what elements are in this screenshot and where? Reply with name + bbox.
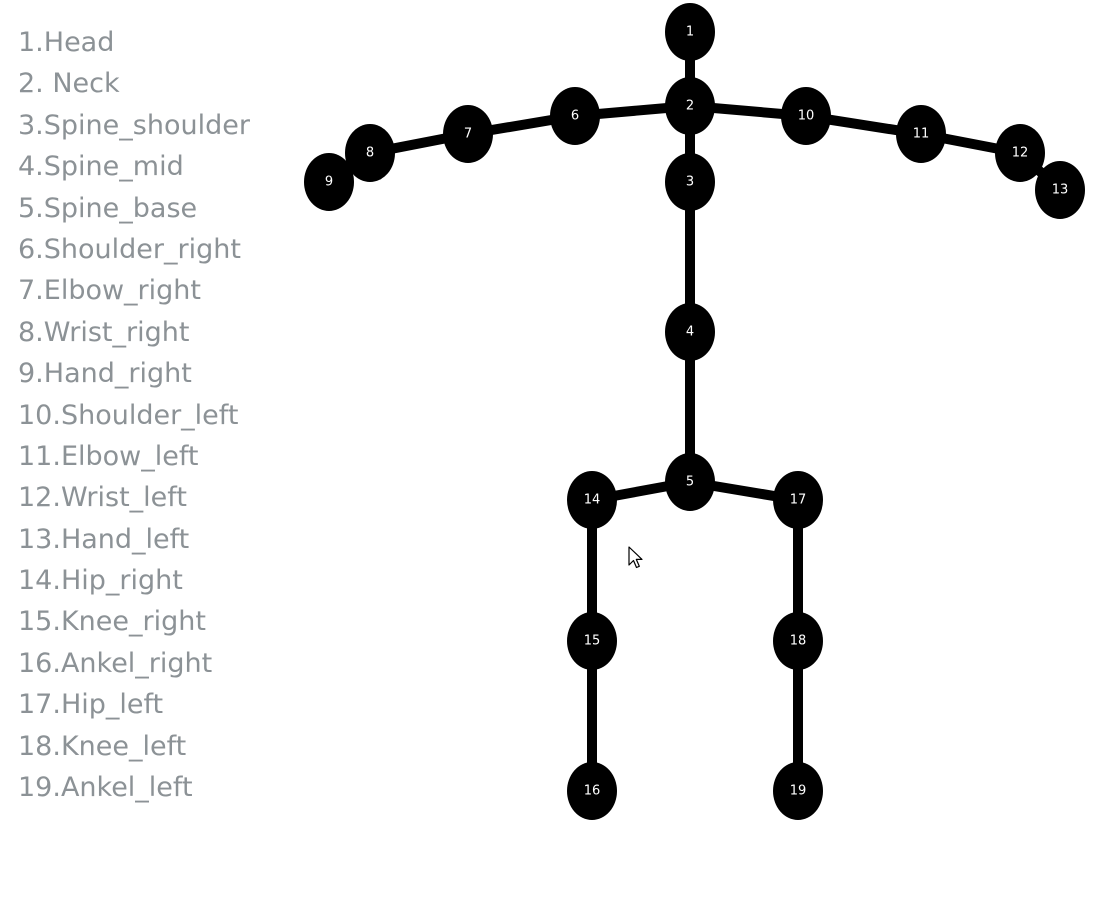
joint-4: 4 [665, 303, 715, 361]
joint-19: 19 [773, 762, 823, 820]
joint-7: 7 [443, 105, 493, 163]
joint-label: 3 [686, 175, 694, 190]
joint-13: 13 [1035, 161, 1085, 219]
joint-label: 14 [584, 493, 601, 508]
joint-circle [345, 124, 395, 182]
joint-circle [773, 762, 823, 820]
legend-item: 6.Shoulder_right [18, 233, 241, 265]
legend-item: 9.Hand_right [18, 358, 192, 390]
joint-2: 2 [665, 77, 715, 135]
joint-8: 8 [345, 124, 395, 182]
joint-label: 15 [584, 634, 601, 649]
joint-10: 10 [781, 87, 831, 145]
joint-circle [550, 87, 600, 145]
joint-17: 17 [773, 471, 823, 529]
joint-circle [995, 124, 1045, 182]
joint-label: 9 [325, 175, 333, 190]
joint-circle [665, 77, 715, 135]
legend-item: 2. Neck [18, 68, 120, 100]
joint-circle [665, 303, 715, 361]
joint-circle [773, 612, 823, 670]
joint-18: 18 [773, 612, 823, 670]
legend-item: 7.Elbow_right [18, 275, 202, 307]
joint-circle [896, 105, 946, 163]
joint-label: 18 [790, 634, 807, 649]
joint-circle [665, 3, 715, 61]
legend-item: 19.Ankel_left [18, 772, 193, 804]
joint-label: 4 [686, 325, 694, 340]
legend-item: 8.Wrist_right [18, 316, 190, 348]
joint-1: 1 [665, 3, 715, 61]
legend-item: 4.Spine_mid [18, 151, 184, 183]
legend-item: 18.Knee_left [18, 730, 187, 762]
joint-label: 13 [1052, 183, 1069, 198]
joint-circle [304, 153, 354, 211]
legend-item: 15.Knee_right [18, 606, 206, 638]
joint-9: 9 [304, 153, 354, 211]
joint-5: 5 [665, 453, 715, 511]
joint-legend: 1.Head 2. Neck 3.Spine_shoulder 4.Spine_… [18, 22, 250, 808]
joint-label: 10 [798, 109, 815, 124]
joint-circle [781, 87, 831, 145]
joint-circle [443, 105, 493, 163]
joint-label: 19 [790, 784, 807, 799]
legend-item: 1.Head [18, 27, 115, 58]
joint-circle [567, 471, 617, 529]
joint-label: 2 [686, 99, 694, 114]
joint-11: 11 [896, 105, 946, 163]
legend-item: 14.Hip_right [18, 565, 183, 597]
joint-6: 6 [550, 87, 600, 145]
joint-label: 16 [584, 784, 601, 799]
legend-item: 5.Spine_base [18, 192, 198, 224]
legend-item: 12.Wrist_left [18, 482, 187, 514]
joint-circle [567, 762, 617, 820]
joint-label: 12 [1012, 146, 1029, 161]
legend-item: 11.Elbow_left [18, 440, 199, 472]
legend-item: 13.Hand_left [18, 523, 190, 555]
bones-layer [324, 27, 1065, 796]
legend-item: 16.Ankel_right [18, 647, 213, 679]
joint-12: 12 [995, 124, 1045, 182]
joint-3: 3 [665, 153, 715, 211]
joint-circle [567, 612, 617, 670]
joint-14: 14 [567, 471, 617, 529]
legend-item: 10.Shoulder_left [18, 399, 239, 431]
joint-circle [665, 153, 715, 211]
legend-item: 3.Spine_shoulder [18, 109, 250, 141]
joint-label: 7 [464, 127, 472, 142]
joint-label: 5 [686, 475, 694, 490]
joint-label: 8 [366, 146, 374, 161]
joint-label: 1 [686, 25, 694, 40]
joint-circle [1035, 161, 1085, 219]
arrow-cursor-icon [628, 546, 643, 569]
joint-circle [665, 453, 715, 511]
joint-15: 15 [567, 612, 617, 670]
joint-16: 16 [567, 762, 617, 820]
joint-circle [773, 471, 823, 529]
joint-label: 17 [790, 493, 807, 508]
legend-item: 17.Hip_left [18, 689, 164, 721]
joint-label: 6 [571, 109, 579, 124]
joint-label: 11 [913, 127, 930, 142]
